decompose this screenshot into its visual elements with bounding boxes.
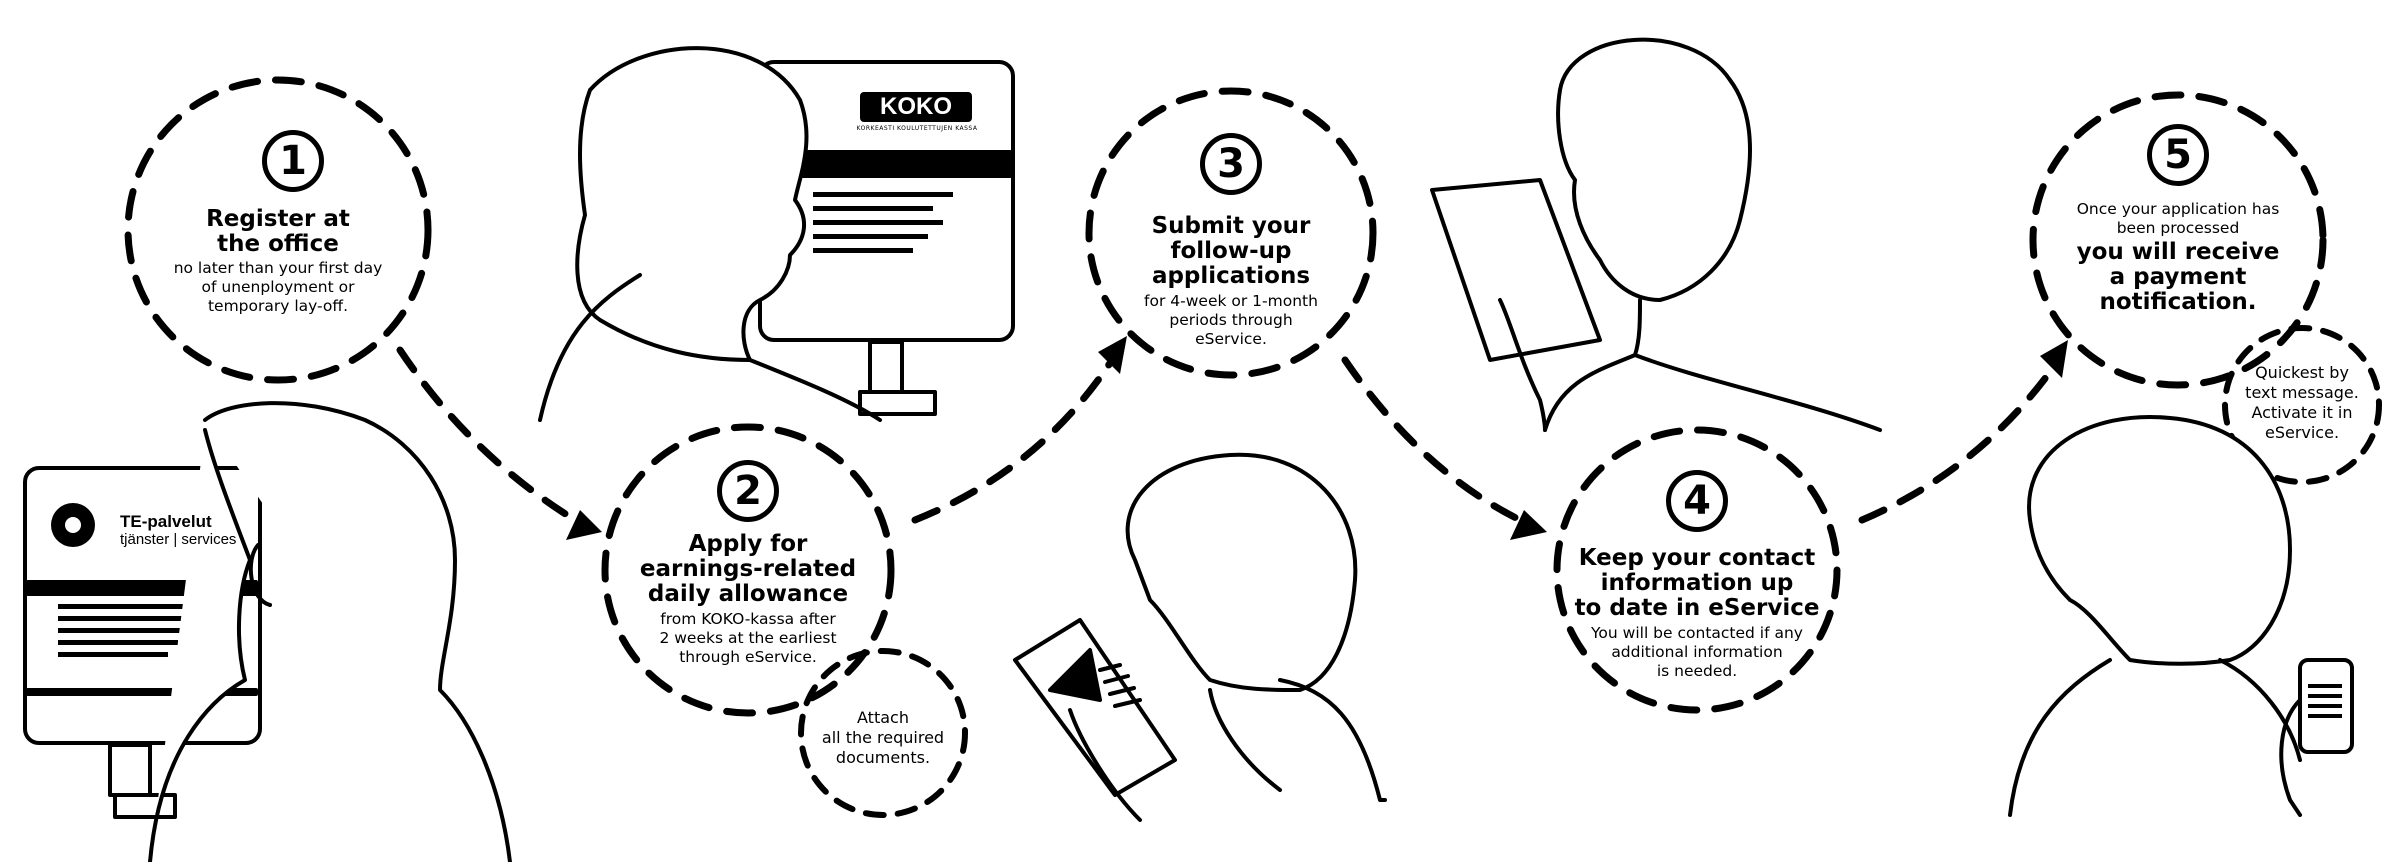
te-logo-line-2: tjänster | services [120,531,237,548]
arrow-3-to-4 [1341,356,1524,524]
step-4-heading-line: to date in eService [1574,595,1820,621]
step-2-number: 2 [717,460,779,522]
step-2-note-line: Attach [857,708,909,727]
step-4-circle [1553,426,1841,714]
arrowhead-2 [1098,336,1127,374]
step-3-text: Submit your follow-up applications for 4… [1101,214,1361,349]
step-3-body-line: eService. [1195,330,1267,348]
koko-logo-subtitle: KORKEASTI KOULUTETTUJEN KASSA [856,125,978,132]
step-5-intro-line: Once your application has [2076,200,2280,218]
step-1-body-line: temporary lay-off. [207,297,349,315]
step-5-text: Once your application has been processed… [2048,200,2308,315]
step-3-body-line: for 4-week or 1-month [1144,292,1318,310]
step-3-circle [1085,87,1377,379]
step-1-circle [124,76,432,384]
arrowhead-4 [2040,340,2068,378]
step-3-heading: Submit your follow-up applications [1101,214,1361,289]
step-4-body-line: is needed. [1656,662,1738,680]
step-3-body-line: periods through [1169,311,1293,329]
step-4-heading-line: information up [1600,570,1794,596]
step-2-heading: Apply for earnings-related daily allowan… [608,532,888,607]
step-1-body-line: no later than your first day [173,259,383,277]
step-2-heading-line: Apply for [688,531,808,557]
arrow-2-to-3 [911,356,1116,524]
step-4-body: You will be contacted if any additional … [1562,624,1832,681]
person-at-computer-2 [538,46,1015,422]
step-5-heading-line: you will receive [2076,239,2280,265]
step-2-note-line: documents. [835,748,931,767]
step-2-body-line: 2 weeks at the earliest [659,629,837,647]
arrowhead-1 [566,510,602,540]
step-5-note-circle [2222,325,2382,485]
step-5-heading-line: notification. [2099,289,2257,315]
step-5-circle [2029,91,2327,389]
step-5-note: Quickest by text message. Activate it in… [2237,363,2367,443]
step-5-number: 5 [2147,124,2209,186]
step-2-body-line: from KOKO-kassa after [660,610,836,628]
koko-logo-icon [860,92,972,122]
step-3-body: for 4-week or 1-month periods through eS… [1101,292,1361,349]
step-5-note-line: Quickest by [2255,363,2349,382]
te-palvelut-logo-text: TE-palvelut tjänster | services [120,513,236,549]
step-4-body-line: additional information [1611,643,1783,661]
step-5-intro: Once your application has been processed [2048,200,2308,238]
step-5-note-line: text message. [2245,383,2359,402]
step-5-heading-line: a payment [2109,264,2247,290]
step-2-note-line: all the required [821,728,945,747]
arrowhead-3 [1510,510,1547,540]
step-2-heading-line: earnings-related [639,556,857,582]
step-4-heading: Keep your contact information up to date… [1562,546,1832,621]
step-3-heading-line: follow-up [1170,238,1292,264]
step-1-text: Register at the office no later than you… [148,207,408,316]
step-4-body-line: You will be contacted if any [1591,624,1803,642]
step-2-note-circle [798,648,968,818]
step-2-circle [601,423,895,717]
person-with-phone [2008,415,2354,817]
step-1-heading: Register at the office [148,207,408,257]
step-5-note-line: Activate it in [2251,403,2353,422]
step-3-heading-line: Submit your [1151,213,1311,239]
arrow-4-to-5 [1858,361,2059,524]
step-1-heading-line: Register at [206,206,350,232]
step-1-body: no later than your first day of unenploy… [148,259,408,316]
step-1-number: 1 [262,130,324,192]
arrow-1-to-2 [396,346,579,524]
step-3-number: 3 [1200,133,1262,195]
step-1-body-line: of unenployment or [201,278,355,296]
koko-logo-text: KOKO [880,93,952,120]
step-2-body-line: through eService. [679,648,817,666]
step-1-heading-line: the office [217,231,339,257]
step-2-note: Attach all the required documents. [813,708,953,768]
person-at-computer-1 [23,401,512,862]
te-logo-line-1: TE-palvelut [120,512,212,531]
step-2-text: Apply for earnings-related daily allowan… [608,532,888,667]
step-5-heading: you will receive a payment notification. [2048,240,2308,315]
step-4-text: Keep your contact information up to date… [1562,546,1832,681]
step-4-heading-line: Keep your contact [1578,545,1816,571]
step-5-intro-line: been processed [2116,219,2240,237]
step-2-heading-line: daily allowance [647,581,849,607]
step-4-number: 4 [1666,470,1728,532]
step-5-note-line: eService. [2264,423,2340,442]
step-3-heading-line: applications [1151,263,1311,289]
person-with-tablet-1 [1013,452,1387,822]
step-2-body: from KOKO-kassa after 2 weeks at the ear… [608,610,888,667]
person-with-tablet-2 [1430,37,1882,432]
